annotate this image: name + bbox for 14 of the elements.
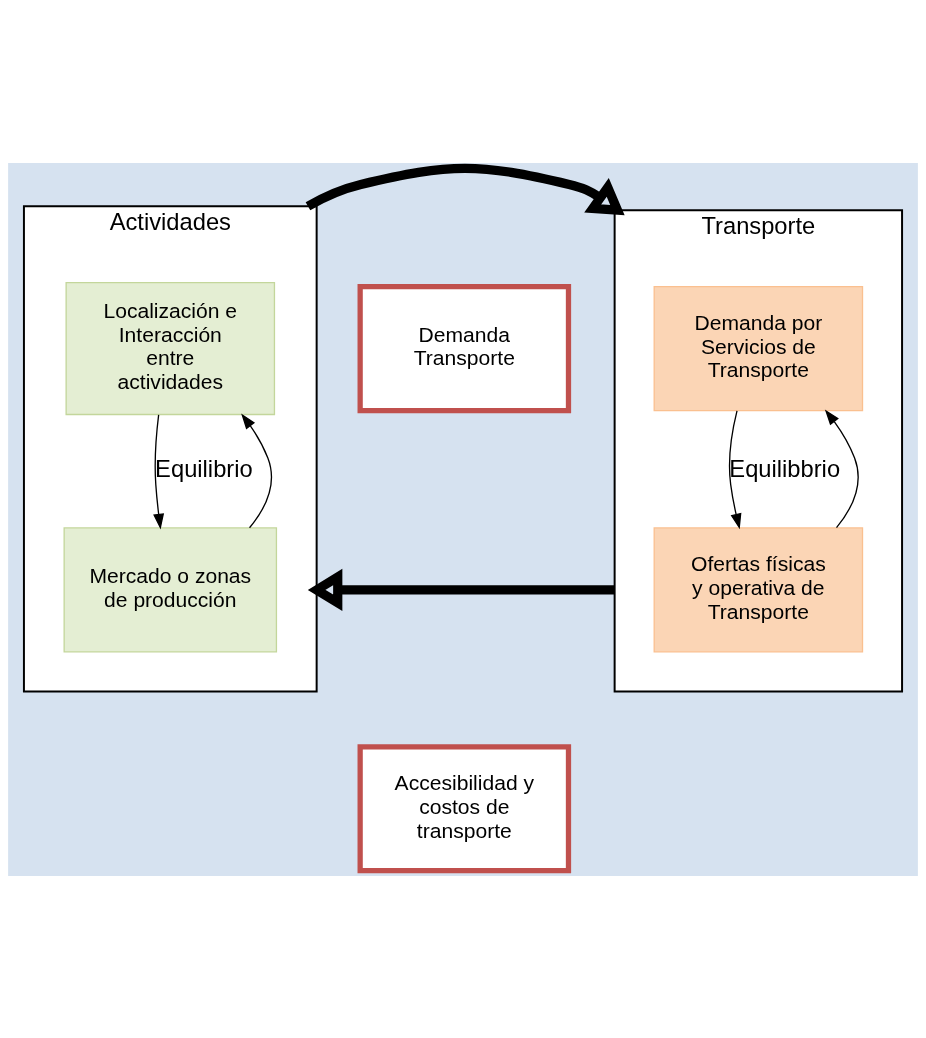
arrow (307, 568, 615, 611)
node-box: Accesibilidad y costos de transporte (357, 743, 572, 873)
arrow (153, 413, 165, 530)
node-box: Demanda Transporte (357, 283, 572, 413)
arrow (728, 409, 742, 529)
arrow (241, 412, 273, 528)
arrow (305, 163, 625, 215)
node-box: Ofertas físicas y operativa de Transporte (653, 526, 864, 652)
arrow (824, 408, 859, 528)
node-box: Mercado o zonas de producción (63, 526, 278, 652)
edge-label: Equilibrio (155, 455, 253, 482)
node-box: Demanda por Servicios de Transporte (653, 285, 864, 411)
edge-label: Equilibbrio (729, 455, 841, 482)
node-box: Localización e Interacción entre actividades (65, 281, 276, 415)
